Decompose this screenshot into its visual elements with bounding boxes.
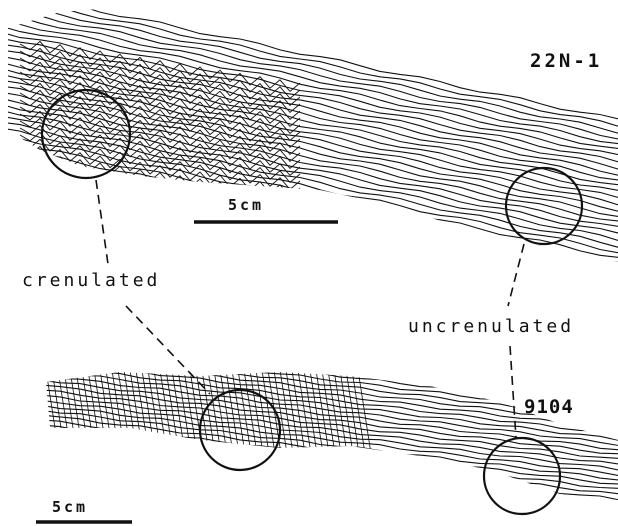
uncrenulated-label: uncrenulated: [408, 318, 574, 336]
foliation-line: [0, 92, 618, 221]
crenulation-cross-line: [340, 370, 354, 460]
leader-line-crenulated-top: [96, 180, 108, 264]
foliation-line: [0, 140, 618, 269]
foliation-line: [40, 410, 618, 480]
foliation-line: [0, 50, 618, 180]
sample-label-9104: 9104: [524, 398, 574, 417]
crenulated-label: crenulated: [22, 272, 160, 290]
foliation-line: [0, 236, 618, 367]
crenulation-cross-line: [178, 370, 192, 460]
foliation-line: [0, 32, 618, 162]
sample-label-22N-1: 22N-1: [530, 52, 602, 71]
scale-label-top: 5cm: [228, 198, 264, 213]
scale-label-bottom: 5cm: [52, 500, 88, 515]
foliation-line: [0, 188, 618, 320]
foliation-line: [40, 425, 618, 494]
leader-line-uncrenulated-top: [508, 244, 524, 306]
crenulation-cross-line: [112, 370, 126, 460]
foliation-line: [0, 242, 618, 371]
foliation-line: [0, 248, 618, 377]
crenulation-cross-line: [40, 370, 54, 460]
foliation-line: [0, 104, 618, 234]
crenulation-cross-line: [124, 370, 138, 460]
foliation-line: [0, 62, 618, 191]
foliation-line: [40, 360, 618, 429]
foliation-line: [0, 116, 618, 248]
foliation-line: [0, 74, 618, 205]
crenulation-fold: [20, 76, 300, 126]
crenulation-cross-line: [94, 370, 108, 460]
sample-9104-drawing: [40, 330, 618, 524]
crenulation-cross-line: [286, 370, 300, 460]
crenulation-cross-line: [208, 370, 222, 460]
foliation-line: [40, 445, 618, 514]
foliation-line: [0, 20, 618, 149]
crenulation-cross-line: [46, 370, 60, 460]
foliation-line: [40, 440, 618, 510]
crenulation-cross-line: [334, 370, 348, 460]
leader-line-uncrenulated-bottom: [510, 346, 516, 438]
foliation-line: [0, 230, 618, 362]
crenulation-cross-line: [82, 370, 96, 460]
foliation-line: [0, 38, 618, 170]
foliation-line: [0, 200, 618, 330]
foliation-line: [0, 2, 618, 134]
foliation-line: [40, 420, 618, 488]
crenulation-cross-line: [346, 370, 360, 460]
foliation-line: [40, 450, 618, 519]
foliation-line: [0, 134, 618, 263]
